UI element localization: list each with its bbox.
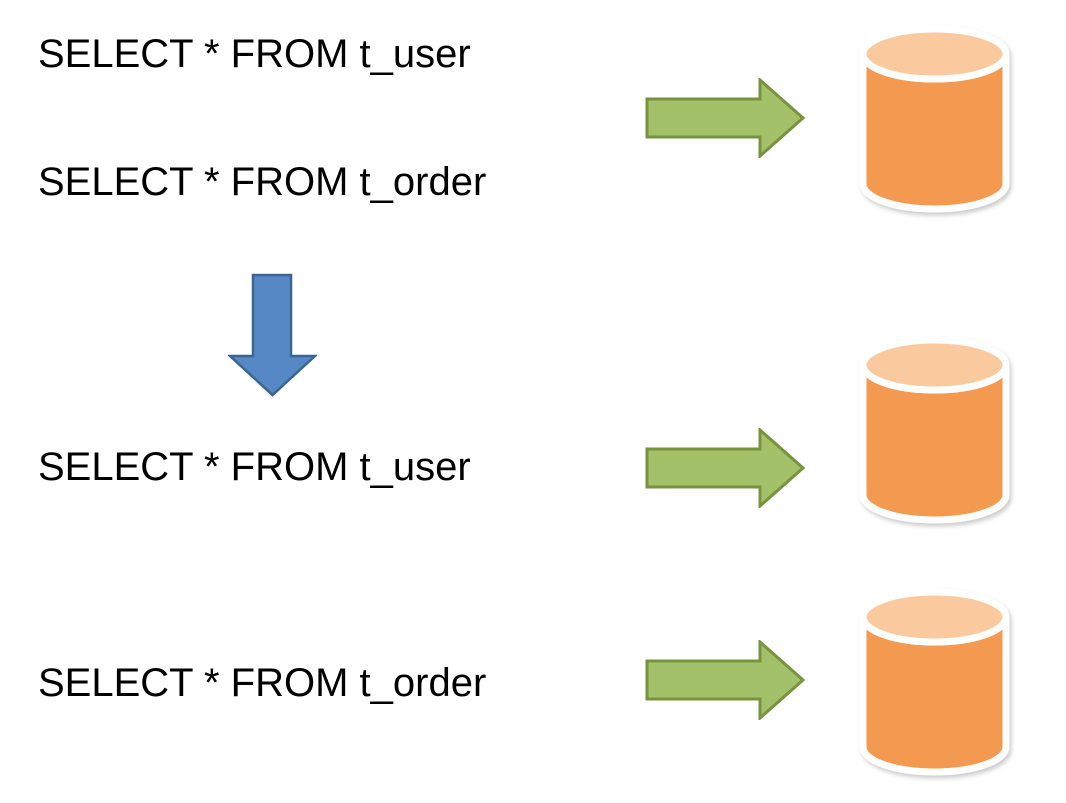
right-arrow-icon	[645, 428, 805, 508]
right-arrow-shape	[645, 640, 805, 720]
sql-query-label-4: SELECT * FROM t_order	[38, 661, 487, 705]
right-arrow-icon	[645, 640, 805, 720]
sql-query-label-2: SELECT * FROM t_order	[38, 160, 487, 204]
down-arrow-icon	[228, 273, 317, 397]
database-icon	[859, 25, 1010, 213]
right-arrow-icon	[645, 78, 805, 158]
sql-query-label-1: SELECT * FROM t_user	[38, 32, 471, 76]
sql-query-label-3: SELECT * FROM t_user	[38, 445, 471, 489]
right-arrow-shape	[645, 78, 805, 158]
database-icon	[859, 336, 1010, 524]
database-top	[859, 588, 1010, 646]
down-arrow-shape	[228, 273, 317, 397]
database-top	[859, 25, 1010, 83]
database-icon	[859, 588, 1010, 776]
database-top	[859, 336, 1010, 394]
right-arrow-shape	[645, 428, 805, 508]
